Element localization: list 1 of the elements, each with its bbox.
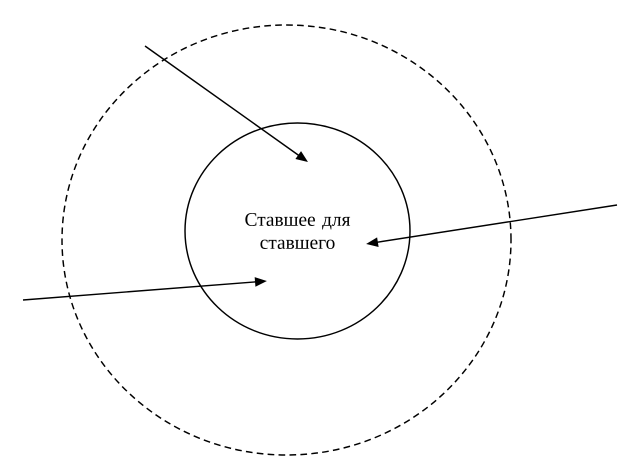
dashed-circle [61,24,512,456]
